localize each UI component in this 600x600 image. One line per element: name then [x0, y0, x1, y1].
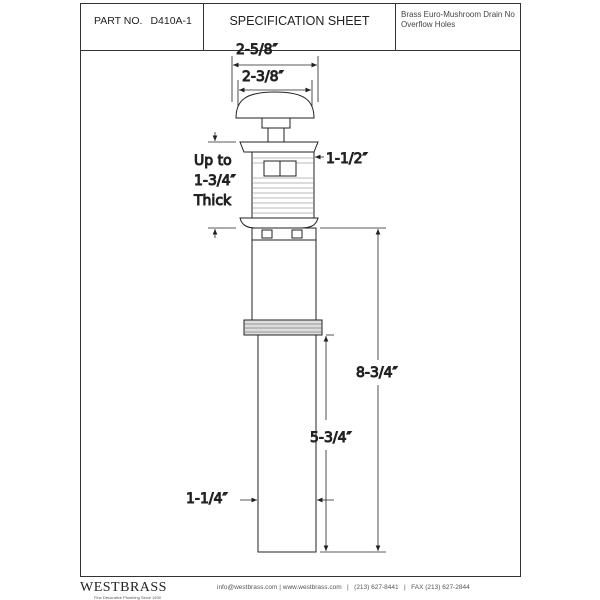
spec-sheet-frame: PART NO. D410A-1 SPECIFICATION SHEET Bras… — [80, 3, 521, 577]
title-cell: SPECIFICATION SHEET — [204, 4, 396, 50]
part-label: PART NO. — [94, 15, 143, 27]
brand-tagline: Fine Decorative Plumbing Since 1930 — [94, 595, 161, 600]
dimension-lines — [208, 56, 386, 553]
dim-thickness-1: Up to — [194, 153, 232, 169]
header-row: PART NO. D410A-1 SPECIFICATION SHEET Bras… — [81, 4, 520, 51]
dim-thickness-2: 1-3/4″ — [194, 173, 236, 189]
mushroom-cap — [235, 91, 315, 143]
part-number: D410A-1 — [150, 15, 192, 27]
dim-thickness-3: Thick — [193, 193, 232, 209]
contact-info: info@westbrass.com | www.westbrass.com |… — [217, 584, 470, 591]
brand-logo: WESTBRASS — [80, 580, 167, 595]
dim-cap-outer: 2-5/8″ — [236, 42, 278, 58]
part-number-cell: PART NO. D410A-1 — [81, 4, 204, 50]
dim-tail-diameter: 1-1/4″ — [186, 491, 228, 507]
footer: WESTBRASS Fine Decorative Plumbing Since… — [80, 580, 530, 600]
phone: (213) 627-8441 — [354, 584, 399, 591]
dim-overall-length: 8-3/4″ — [356, 365, 398, 381]
dim-cap-inner: 2-3/8″ — [242, 69, 284, 85]
product-name: Brass Euro-Mushroom Drain No Overflow Ho… — [401, 10, 515, 29]
flange-body — [239, 141, 323, 553]
website-link[interactable]: www.westbrass.com — [282, 584, 342, 591]
dim-body-width: 1-1/2″ — [326, 151, 368, 167]
dim-tail-length: 5-3/4″ — [310, 430, 352, 446]
email-link[interactable]: info@westbrass.com — [217, 584, 278, 591]
fax: FAX (213) 627-2844 — [411, 584, 470, 591]
